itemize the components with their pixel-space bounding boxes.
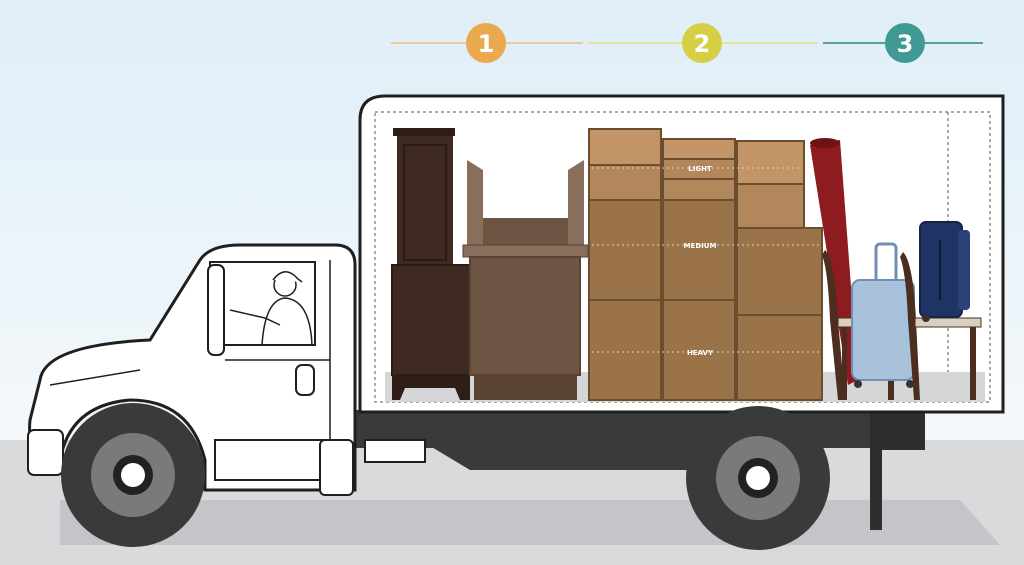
box [662,178,736,201]
side-mirror [207,264,225,356]
box [736,140,805,185]
suitcase-navy [919,221,970,322]
box [588,164,662,201]
medium-label: MEDIUM [684,242,717,250]
box [662,199,736,301]
suitcase-light-blue [851,242,915,388]
svg-text:1: 1 [478,30,495,58]
light-label: LIGHT [688,165,712,173]
driver-figure [229,271,313,346]
box [588,299,662,401]
box [736,227,823,316]
step-timeline: 1 2 3 [391,23,983,63]
box [662,299,736,401]
front-bumper [27,429,64,476]
heavy-label: HEAVY [687,349,714,357]
moving-boxes [588,128,823,401]
step-3-marker: 3 [885,23,925,63]
svg-text:2: 2 [694,30,711,58]
weight-guides [592,167,820,353]
truck-chassis [355,410,925,530]
truck-shadow [60,500,1000,545]
box [736,183,805,229]
box [662,138,736,160]
hutch-furniture [391,128,471,400]
door-handle [295,364,315,396]
rear-wheel [686,406,830,550]
box [588,128,662,166]
step-1-marker: 1 [466,23,506,63]
box [588,199,662,301]
desk-furniture [462,160,589,400]
box [736,314,823,401]
truck-cab [27,243,357,496]
front-wheel [61,403,205,547]
svg-text:3: 3 [897,30,914,58]
step-2-marker: 2 [682,23,722,63]
